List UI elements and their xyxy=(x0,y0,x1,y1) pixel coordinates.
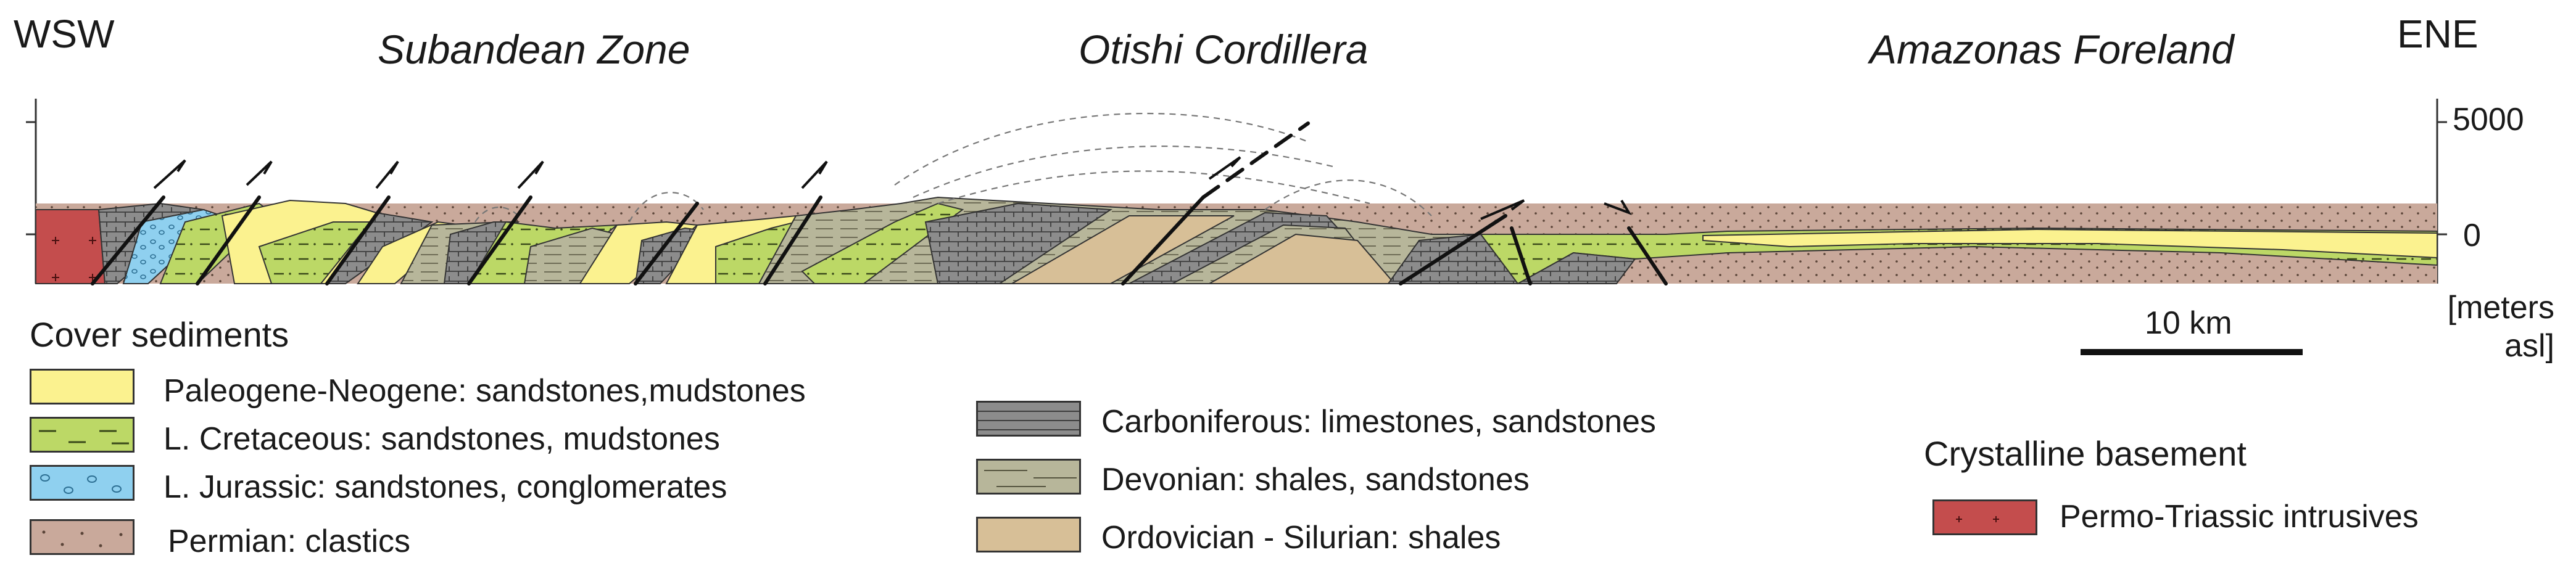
zone-label-subandean: Subandean Zone xyxy=(378,27,690,72)
legend-heading-basement: Crystalline basement xyxy=(1924,434,2247,473)
west-direction-label: WSW xyxy=(14,12,115,56)
legend-label-devonian: Devonian: shales, sandstones xyxy=(1101,462,1530,498)
legend-swatch-carboniferous xyxy=(976,401,1081,437)
legend-label-carboniferous: Carboniferous: limestones, sandstones xyxy=(1101,404,1656,440)
legend-swatch-ordovician xyxy=(976,517,1081,552)
scale-bar xyxy=(2081,349,2303,355)
zone-label-otishi: Otishi Cordillera xyxy=(1079,27,1369,72)
legend-label-paleogene: Paleogene-Neogene: sandstones,mudstones xyxy=(164,373,806,409)
legend-swatch-paleogene xyxy=(30,369,135,404)
geological-cross-section xyxy=(26,99,2447,285)
zone-label-amazonas: Amazonas Foreland xyxy=(1870,27,2234,72)
legend-heading-cover: Cover sediments xyxy=(30,315,289,354)
elevation-tick-0: 0 xyxy=(2463,218,2481,253)
legend-swatch-devonian xyxy=(976,459,1081,495)
east-direction-label: ENE xyxy=(2397,12,2479,56)
legend-swatch-cretaceous xyxy=(30,417,135,453)
legend-swatch-intrusives xyxy=(1932,499,2037,535)
legend-swatch-jurassic xyxy=(30,465,135,501)
legend-swatch-permian xyxy=(30,519,135,555)
elevation-unit-label: [meters asl] xyxy=(2447,290,2554,364)
legend-label-ordovician: Ordovician - Silurian: shales xyxy=(1101,520,1501,556)
legend-label-permian: Permian: clastics xyxy=(168,524,410,559)
scale-bar-label: 10 km xyxy=(2145,305,2232,341)
legend-label-intrusives: Permo-Triassic intrusives xyxy=(2060,499,2419,535)
elevation-tick-5000: 5000 xyxy=(2453,102,2524,138)
legend-label-cretaceous: L. Cretaceous: sandstones, mudstones xyxy=(164,421,720,457)
legend-label-jurassic: L. Jurassic: sandstones, conglomerates xyxy=(164,469,727,505)
